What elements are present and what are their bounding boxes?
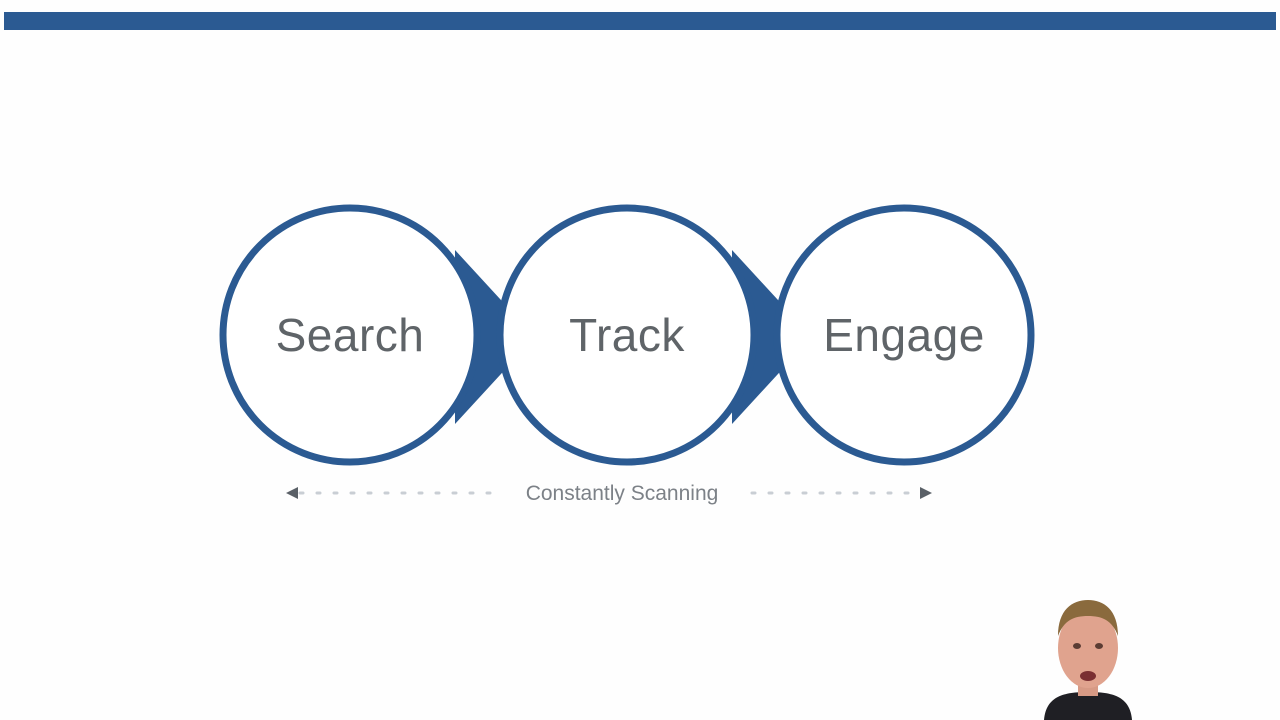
top-accent-bar bbox=[4, 12, 1276, 30]
step-label-track: Track bbox=[569, 309, 685, 361]
arrow-search-to-track bbox=[455, 250, 535, 424]
arrow-track-to-engage bbox=[732, 250, 812, 424]
circle-engage bbox=[773, 204, 1035, 466]
step-label-search: Search bbox=[275, 309, 425, 361]
scan-arrow-right-icon bbox=[920, 487, 932, 499]
scan-caption: Constantly Scanning bbox=[525, 482, 719, 505]
circle-track bbox=[496, 204, 758, 466]
circle-search bbox=[219, 204, 481, 466]
step-label-engage: Engage bbox=[823, 309, 985, 361]
scan-arrow-left-icon bbox=[286, 487, 298, 499]
presenter-video-icon bbox=[1040, 596, 1136, 720]
